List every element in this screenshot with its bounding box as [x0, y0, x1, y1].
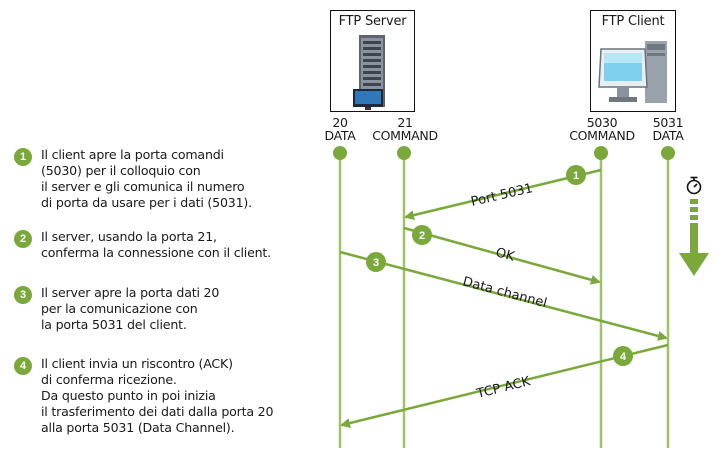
svg-text:4: 4 [620, 351, 627, 363]
message-badge-4: 4 [613, 346, 633, 366]
stopwatch-icon [686, 176, 702, 195]
client-port-5031-number: 5031 [652, 115, 684, 130]
arrow-ok [403, 226, 601, 285]
client-port-5031-label: 5031 DATA [645, 116, 691, 142]
server-port-20-number: 20 [332, 115, 348, 130]
step-2-badge: 2 [14, 230, 32, 248]
step-3: 3 Il server apre la porta dati 20 per la… [14, 285, 219, 333]
message-label-data-channel: Data channel [461, 274, 549, 311]
port-dot-5030 [594, 146, 608, 160]
step-2-text: Il server, usando la porta 21, conferma … [41, 229, 271, 260]
port-dot-5031 [661, 146, 675, 160]
step-3-badge: 3 [14, 286, 32, 304]
message-badge-3: 3 [366, 252, 386, 272]
message-badge-2: 2 [412, 225, 432, 245]
server-rack-icon [353, 35, 385, 110]
client-port-5030-name: COMMAND [569, 128, 635, 143]
step-3-text: Il server apre la porta dati 20 per la c… [41, 285, 220, 332]
port-dot-21 [397, 146, 411, 160]
server-port-20-name: DATA [324, 128, 356, 143]
server-port-21-name: COMMAND [372, 128, 438, 143]
step-4-badge: 4 [14, 357, 32, 375]
step-4: 4 Il client invia un riscontro (ACK) di … [14, 356, 273, 436]
message-label-ok: OK [494, 245, 516, 264]
message-badge-1: 1 [566, 165, 586, 185]
ftp-server-box: FTP Server [330, 10, 415, 112]
client-port-5030-number: 5030 [586, 115, 618, 130]
server-port-21-label: 21 COMMAND [365, 116, 445, 142]
svg-text:2: 2 [419, 230, 425, 242]
step-1-text: Il client apre la porta comandi (5030) p… [41, 147, 252, 210]
svg-text:3: 3 [373, 257, 379, 269]
server-port-21-number: 21 [397, 115, 413, 130]
svg-text:1: 1 [573, 170, 579, 182]
step-2: 2 Il server, usando la porta 21, conferm… [14, 229, 271, 261]
step-4-text: Il client invia un riscontro (ACK) di co… [41, 356, 274, 435]
client-port-5031-name: DATA [652, 128, 684, 143]
step-1-badge: 1 [14, 148, 32, 166]
message-label-port-5031: Port 5031 [470, 181, 535, 210]
client-port-5030-label: 5030 COMMAND [560, 116, 644, 142]
ftp-server-title: FTP Server [338, 14, 407, 29]
step-1: 1 Il client apre la porta comandi (5030)… [14, 147, 252, 211]
ftp-client-title: FTP Client [601, 14, 665, 29]
port-dot-20 [333, 146, 347, 160]
arrow-data-channel [339, 250, 668, 341]
ftp-client-box: FTP Client [590, 10, 676, 112]
server-port-20-label: 20 DATA [318, 116, 362, 142]
desktop-computer-icon [598, 41, 667, 103]
down-arrow-icon [679, 199, 709, 276]
message-label-tcp-ack: TCP ACK [474, 374, 532, 402]
